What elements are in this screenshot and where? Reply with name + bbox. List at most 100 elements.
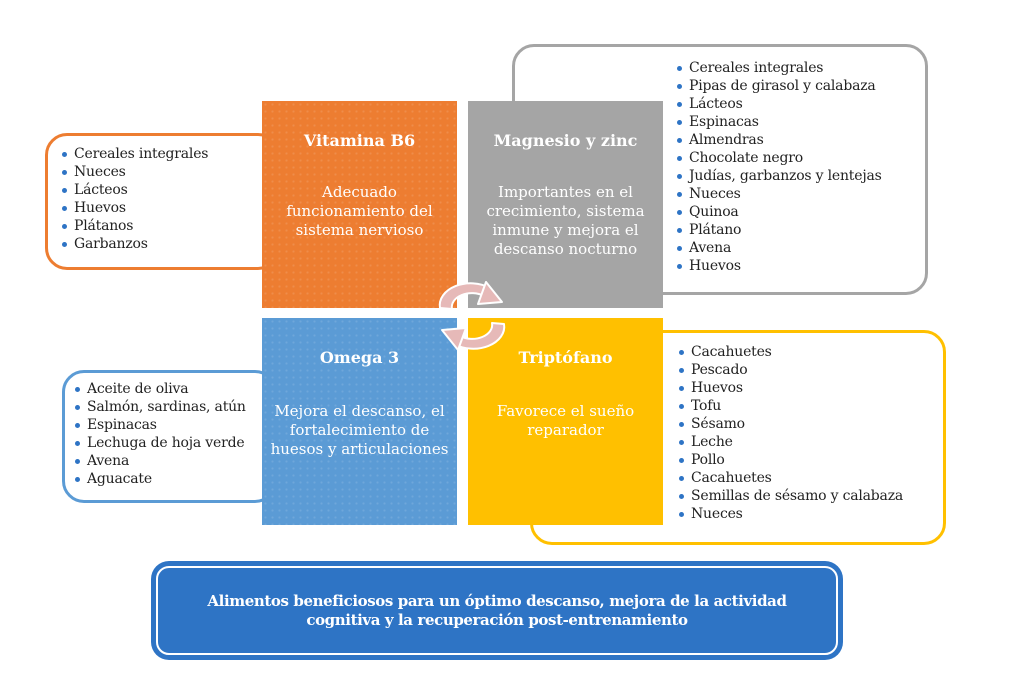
- bullet-icon: [677, 246, 682, 251]
- bullet-icon: [75, 477, 80, 482]
- food-name: Cereales integrales: [74, 146, 209, 162]
- food-name: Aguacate: [87, 471, 152, 487]
- food-name: Cereales integrales: [689, 60, 824, 76]
- triptofano-description: Favorece el sueño reparador: [496, 402, 635, 439]
- magnesio-zinc-title: Magnesio y zinc: [493, 131, 638, 150]
- food-list-item: Huevos: [62, 199, 208, 217]
- food-name: Lechuga de hoja verde: [87, 435, 245, 451]
- bullet-icon: [677, 264, 682, 269]
- cycle-arrows-icon: [438, 281, 506, 351]
- food-name: Espinacas: [689, 114, 759, 130]
- bullet-icon: [677, 228, 682, 233]
- food-list-item: Leche: [679, 433, 903, 451]
- food-name: Avena: [689, 240, 732, 256]
- food-name: Tofu: [691, 398, 722, 414]
- food-name: Cacahuetes: [691, 470, 772, 486]
- food-list-item: Avena: [677, 239, 882, 257]
- food-name: Lácteos: [689, 96, 743, 112]
- bullet-icon: [679, 350, 684, 355]
- food-list-item: Pollo: [679, 451, 903, 469]
- food-name: Espinacas: [87, 417, 157, 433]
- food-name: Salmón, sardinas, atún: [87, 399, 246, 415]
- bullet-icon: [677, 66, 682, 71]
- food-list-item: Quinoa: [677, 203, 882, 221]
- food-name: Nueces: [689, 186, 741, 202]
- food-list-item: Huevos: [677, 257, 882, 275]
- food-list-item: Sésamo: [679, 415, 903, 433]
- bullet-icon: [75, 405, 80, 410]
- food-list-item: Cereales integrales: [62, 145, 208, 163]
- food-list-item: Plátanos: [62, 217, 208, 235]
- food-name: Chocolate negro: [689, 150, 803, 166]
- bullet-icon: [75, 459, 80, 464]
- summary-banner: Alimentos beneficiosos para un óptimo de…: [151, 561, 843, 660]
- bullet-icon: [75, 441, 80, 446]
- food-list-item: Garbanzos: [62, 235, 208, 253]
- summary-banner-frame: Alimentos beneficiosos para un óptimo de…: [156, 566, 838, 655]
- bullet-icon: [62, 242, 67, 247]
- omega-3-title: Omega 3: [319, 348, 400, 367]
- food-name: Almendras: [689, 132, 764, 148]
- food-list-item: Lechuga de hoja verde: [75, 434, 246, 452]
- triptofano-square: Triptófano Favorece el sueño reparador: [468, 318, 663, 525]
- summary-banner-text: Alimentos beneficiosos para un óptimo de…: [207, 591, 787, 629]
- food-list-item: Cereales integrales: [677, 59, 882, 77]
- food-list-item: Espinacas: [677, 113, 882, 131]
- food-name: Nueces: [74, 164, 126, 180]
- food-list-item: Espinacas: [75, 416, 246, 434]
- food-list-item: Lácteos: [677, 95, 882, 113]
- food-list-item: Lácteos: [62, 181, 208, 199]
- vitamina-b6-description: Adecuado funcionamiento del sistema nerv…: [286, 183, 433, 239]
- bullet-icon: [677, 210, 682, 215]
- food-name: Garbanzos: [74, 236, 148, 252]
- food-name: Huevos: [691, 380, 743, 396]
- food-name: Pescado: [691, 362, 748, 378]
- bullet-icon: [679, 422, 684, 427]
- omega-3-square: Omega 3 Mejora el descanso, el fortaleci…: [262, 318, 457, 525]
- food-name: Avena: [87, 453, 130, 469]
- bullet-icon: [679, 512, 684, 517]
- bullet-icon: [62, 206, 67, 211]
- bullet-icon: [677, 156, 682, 161]
- food-name: Judías, garbanzos y lentejas: [689, 168, 882, 184]
- food-list-item: Aguacate: [75, 470, 246, 488]
- food-list-item: Tofu: [679, 397, 903, 415]
- food-list-item: Judías, garbanzos y lentejas: [677, 167, 882, 185]
- bullet-icon: [679, 476, 684, 481]
- vitamina-b6-title: Vitamina B6: [303, 131, 416, 150]
- food-name: Plátano: [689, 222, 742, 238]
- bullet-icon: [677, 138, 682, 143]
- food-list-item: Huevos: [679, 379, 903, 397]
- food-name: Pollo: [691, 452, 725, 468]
- food-name: Sésamo: [691, 416, 745, 432]
- bullet-icon: [679, 386, 684, 391]
- bullet-icon: [677, 102, 682, 107]
- vitamina-b6-square: Vitamina B6 Adecuado funcionamiento del …: [262, 101, 457, 308]
- bullet-icon: [62, 224, 67, 229]
- food-list-item: Salmón, sardinas, atún: [75, 398, 246, 416]
- bullet-icon: [679, 494, 684, 499]
- food-name: Leche: [691, 434, 733, 450]
- food-list-item: Nueces: [679, 505, 903, 523]
- bullet-icon: [679, 404, 684, 409]
- magnesio-zinc-square: Magnesio y zinc Importantes en el crecim…: [468, 101, 663, 308]
- bullet-icon: [679, 440, 684, 445]
- food-list-item: Nueces: [677, 185, 882, 203]
- food-list-item: Chocolate negro: [677, 149, 882, 167]
- food-name: Huevos: [689, 258, 741, 274]
- bullet-icon: [677, 120, 682, 125]
- food-name: Huevos: [74, 200, 126, 216]
- food-list-item: Nueces: [62, 163, 208, 181]
- bullet-icon: [62, 170, 67, 175]
- food-list-item: Almendras: [677, 131, 882, 149]
- food-name: Nueces: [691, 506, 743, 522]
- food-list-item: Semillas de sésamo y calabaza: [679, 487, 903, 505]
- food-name: Pipas de girasol y calabaza: [689, 78, 876, 94]
- bullet-icon: [62, 188, 67, 193]
- food-name: Lácteos: [74, 182, 128, 198]
- bullet-icon: [677, 84, 682, 89]
